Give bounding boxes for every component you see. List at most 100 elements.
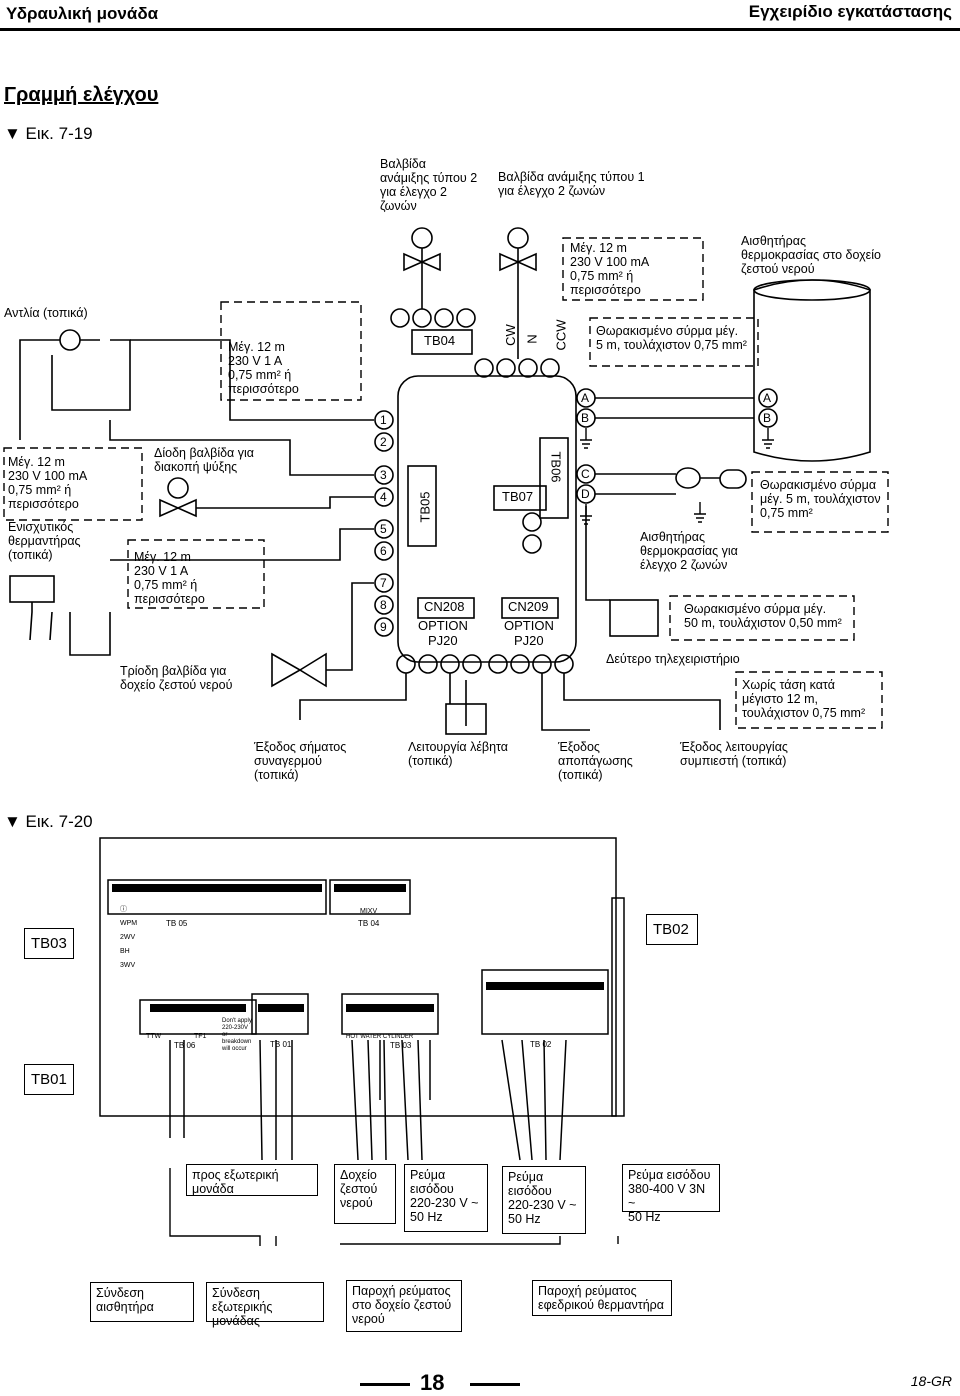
warning-note: Don't apply 220-230V or breakdown will o… [222, 1018, 252, 1052]
tb06-label: TB06 [548, 451, 564, 483]
mixing-valve-2-symbol [403, 252, 441, 272]
defrost-output-label: Έξοδος αποπάγωσης (τοπικά) [558, 740, 633, 782]
terminal-8: 8 [380, 598, 387, 612]
group-2wv: 2WV [120, 934, 136, 941]
tb07-label: TB07 [502, 489, 534, 504]
tb01-board-name: TB 01 [270, 1040, 292, 1049]
tb04-label: TB04 [424, 333, 456, 348]
cn208-label: CN208 [424, 599, 465, 614]
tank-terminal-b: B [763, 411, 772, 425]
backup-heater-power-box: Παροχή ρεύματος εφεδρικού θερμαντήρα [532, 1280, 672, 1316]
tb05-board-name: TB 05 [166, 919, 188, 928]
tb01-tag: TB01 [24, 1064, 74, 1095]
zone-sensor [675, 467, 701, 489]
terminal-5: 5 [380, 522, 387, 536]
booster-wire-spec: Μέγ. 12 m 230 V 100 mA 0,75 mm² ή περισσ… [8, 455, 88, 511]
shielded-50m: Θωρακισμένο σύρμα μέγ. 50 m, τουλάχιστον… [684, 602, 842, 630]
page-title: Γραμμή ελέγχου [4, 84, 159, 106]
terminal-d: D [581, 487, 590, 501]
pump-label: Αντλία (τοπικά) [4, 306, 88, 320]
terminal-3: 3 [380, 468, 387, 482]
figure-caption-7-19: ▼ Εικ. 7-19 [4, 124, 93, 143]
terminal-circles-abcd [576, 388, 778, 504]
footer-rule-right [470, 1383, 520, 1386]
terminal-board-outline [99, 837, 617, 1117]
boiler-box [445, 703, 487, 735]
tb03-group: HOT WATER CYLINDER [346, 1034, 414, 1040]
cylinder-power-box: Παροχή ρεύματος στο δοχείο ζεστού νερού [346, 1280, 462, 1332]
cw-label: CW [502, 324, 518, 346]
zone-sensor-label: Αισθητήρας θερμοκρασίας για έλεγχο 2 ζων… [640, 530, 738, 572]
tb05-label: TB05 [417, 491, 433, 523]
tb02-board-name: TB 02 [530, 1040, 552, 1049]
boiler-label: Λειτουργία λέβητα (τοπικά) [408, 740, 509, 768]
tb06-group-tf1: TF1 [194, 1033, 207, 1040]
manual-title: Εγχειρίδιο εγκατάστασης [748, 2, 952, 21]
hot-water-tank [753, 279, 871, 462]
mixing-valve-1-label: Βαλβίδα ανάμιξης τύπου 1 για έλεγχο 2 ζω… [498, 170, 645, 198]
mixing-valve-1-symbol [499, 252, 537, 272]
compressor-output-label: Έξοδος λειτουργίας συμπιεστή (τοπικά) [680, 740, 788, 768]
pj20-label-1: PJ20 [428, 633, 458, 648]
freeze-valve-label: Δίοδη βαλβίδα για διακοπή ψύξης [154, 446, 255, 474]
threeway-valve-label: Τρίοδη βαλβίδα για δοχείο ζεστού νερού [120, 664, 233, 692]
terminal-circles-tb04 [390, 308, 476, 328]
pj20-label-2: PJ20 [514, 633, 544, 648]
cn209-label: CN209 [508, 599, 549, 614]
mixing-wire-spec: Μέγ. 12 m 230 V 100 mA 0,75 mm² ή περισσ… [570, 241, 650, 297]
tank-sensor-label: Αισθητήρας θερμοκρασίας στο δοχείο ζεστο… [741, 234, 881, 276]
tb04-group: MIXV [360, 908, 378, 915]
terminal-7: 7 [380, 576, 387, 590]
tb04-board-name: TB 04 [358, 919, 380, 928]
tb03-tag: TB03 [24, 928, 74, 959]
remote-controller-box [609, 599, 659, 637]
group-bh: BH [120, 948, 130, 955]
terminal-circles-bottom [396, 654, 574, 674]
threeway-valve-symbol [271, 652, 327, 688]
mixing-valve-2-label: Βαλβίδα ανάμιξης τύπου 2 για έλεγχο 2 ζω… [380, 157, 478, 213]
power-input-2-box: Ρεύμα εισόδου 220-230 V ~ 50 Hz [502, 1166, 586, 1234]
valve-wire-spec: Μέγ. 12 m 230 V 1 A 0,75 mm² ή περισσότε… [134, 550, 205, 606]
freeze-valve-symbol [159, 498, 197, 518]
n-label: N [524, 334, 540, 344]
alarm-output-label: Έξοδος σήματος συναγερμού (τοπικά) [254, 740, 347, 782]
manual-section-title: Υδραυλική μονάδα [6, 4, 159, 23]
group-3wv: 3WV [120, 962, 136, 969]
option-label-1: OPTION [418, 618, 468, 633]
option-label-2: OPTION [504, 618, 554, 633]
tb03-board-name: TB 03 [390, 1041, 412, 1050]
pump-symbol [59, 329, 81, 351]
terminal-b: B [581, 411, 590, 425]
terminal-1: 1 [380, 413, 387, 427]
header-rule [0, 28, 960, 31]
terminal-a: A [581, 391, 590, 405]
terminal-c: C [581, 467, 590, 481]
footer-rule-left [360, 1383, 410, 1386]
no-voltage-spec: Χωρίς τάση κατά μέγιστο 12 m, τουλάχιστο… [742, 678, 866, 720]
tb06-group-ttw: TTW [146, 1033, 162, 1040]
page-number: 18 [420, 1370, 445, 1395]
booster-heater-box [9, 575, 55, 603]
terminal-2: 2 [380, 435, 387, 449]
tank-terminal-a: A [763, 391, 772, 405]
outdoor-connection-box: Σύνδεση εξωτερικής μονάδας [206, 1282, 324, 1328]
power-input-3-box: Ρεύμα εισόδου 380-400 V 3N ~ 50 Hz [622, 1164, 720, 1224]
terminal-6: 6 [380, 544, 387, 558]
figure-caption-7-20: ▼ Εικ. 7-20 [4, 812, 93, 831]
ccw-label: CCW [553, 319, 569, 351]
tb06-board-name: TB 06 [174, 1041, 196, 1050]
tb02-tag: TB02 [646, 914, 698, 945]
power-input-1-box: Ρεύμα εισόδου 220-230 V ~ 50 Hz [404, 1164, 488, 1232]
tb03-terminal-strip [341, 993, 439, 1035]
tb05-groups: WPM 2WV BH 3WV [120, 903, 159, 973]
terminal-9: 9 [380, 620, 387, 634]
terminal-4: 4 [380, 490, 387, 504]
tb01-terminal-strip [251, 993, 309, 1035]
pump-wire-spec: Μέγ. 12 m 230 V 1 A 0,75 mm² ή περισσότε… [228, 340, 299, 396]
group-wpm: WPM [120, 920, 138, 927]
outdoor-unit-box: προς εξωτερική μονάδα [186, 1164, 318, 1196]
shielded-5m-top: Θωρακισμένο σύρμα μέγ. 5 m, τουλάχιστον … [596, 324, 747, 352]
tb02-terminal-strip [481, 969, 609, 1035]
page-code: 18-GR [910, 1373, 952, 1389]
terminal-circles-mixing [474, 358, 560, 378]
